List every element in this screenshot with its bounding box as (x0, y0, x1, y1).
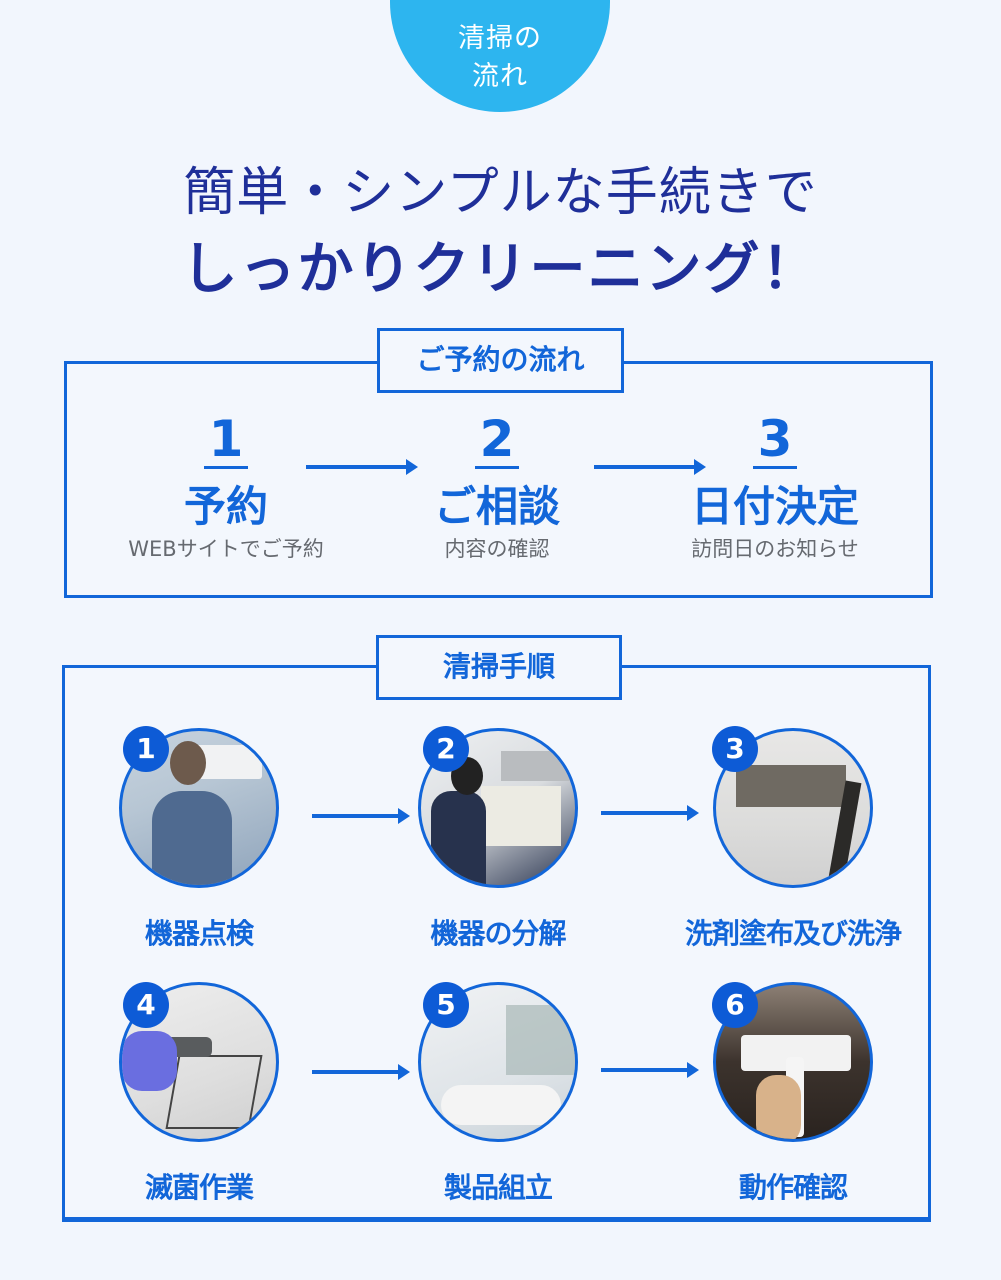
reservation-step-1: 1 予約 WEBサイトでご予約 (96, 412, 356, 563)
step-badge: 4 (123, 982, 169, 1028)
reservation-step-2: 2 ご相談 内容の確認 (367, 412, 627, 563)
arrow-right-icon (601, 805, 699, 821)
gloved-hand-reassembling-ac-photo (418, 982, 578, 1142)
step-label: 洗剤塗布及び洗浄 (684, 917, 902, 950)
step-label: 動作確認 (738, 1171, 848, 1204)
cleaning-step-5: 製品組立 (368, 982, 628, 1206)
step-label: 滅菌作業 (144, 1171, 254, 1204)
cleaning-step-6: 動作確認 (663, 982, 923, 1206)
arrow-right-icon (594, 459, 706, 475)
reservation-flow-box (64, 361, 933, 598)
section-tab-label: 清掃の 流れ (390, 20, 610, 96)
cleaning-step-1: 機器点検 (69, 728, 329, 952)
step-label: 製品組立 (443, 1171, 553, 1204)
arrow-right-icon (601, 1062, 699, 1078)
step-number: 1 (203, 412, 249, 469)
technician-inspecting-ac-photo (119, 728, 279, 888)
tab-line-1: 清掃の (458, 23, 542, 54)
cleaning-procedure-title: 清掃手順 (376, 635, 622, 700)
step-number: 3 (752, 412, 798, 469)
step-badge: 2 (423, 726, 469, 772)
remote-control-operating-ac-photo (713, 982, 873, 1142)
reservation-flow-title: ご予約の流れ (377, 328, 624, 393)
arrow-right-icon (312, 808, 410, 824)
step-badge: 1 (123, 726, 169, 772)
step-badge: 5 (423, 982, 469, 1028)
reservation-step-3: 3 日付決定 訪問日のお知らせ (645, 412, 905, 563)
step-title: 予約 (183, 482, 268, 531)
arrow-right-icon (312, 1064, 410, 1080)
tab-line-2: 流れ (472, 61, 528, 92)
step-badge: 6 (712, 982, 758, 1028)
step-description: 訪問日のお知らせ (691, 537, 859, 561)
step-title: ご相談 (433, 482, 560, 531)
headline-line-2: しっかりクリーニング！ (181, 237, 820, 302)
headline-line-1: 簡単・シンプルな手続きで (183, 163, 818, 223)
step-number: 2 (474, 412, 520, 469)
step-description: WEBサイトでご予約 (128, 537, 324, 561)
arrow-right-icon (306, 459, 418, 475)
cleaning-step-4: 滅菌作業 (69, 982, 329, 1206)
cleaning-step-2: 機器の分解 (368, 728, 628, 952)
cleaning-step-3: 洗剤塗布及び洗浄 (663, 728, 923, 952)
step-label: 機器の分解 (430, 917, 566, 950)
step-badge: 3 (712, 726, 758, 772)
step-title: 日付決定 (690, 482, 859, 531)
technician-removing-ac-cover-photo (418, 728, 578, 888)
step-label: 機器点検 (144, 917, 254, 950)
step-description: 内容の確認 (444, 537, 550, 561)
